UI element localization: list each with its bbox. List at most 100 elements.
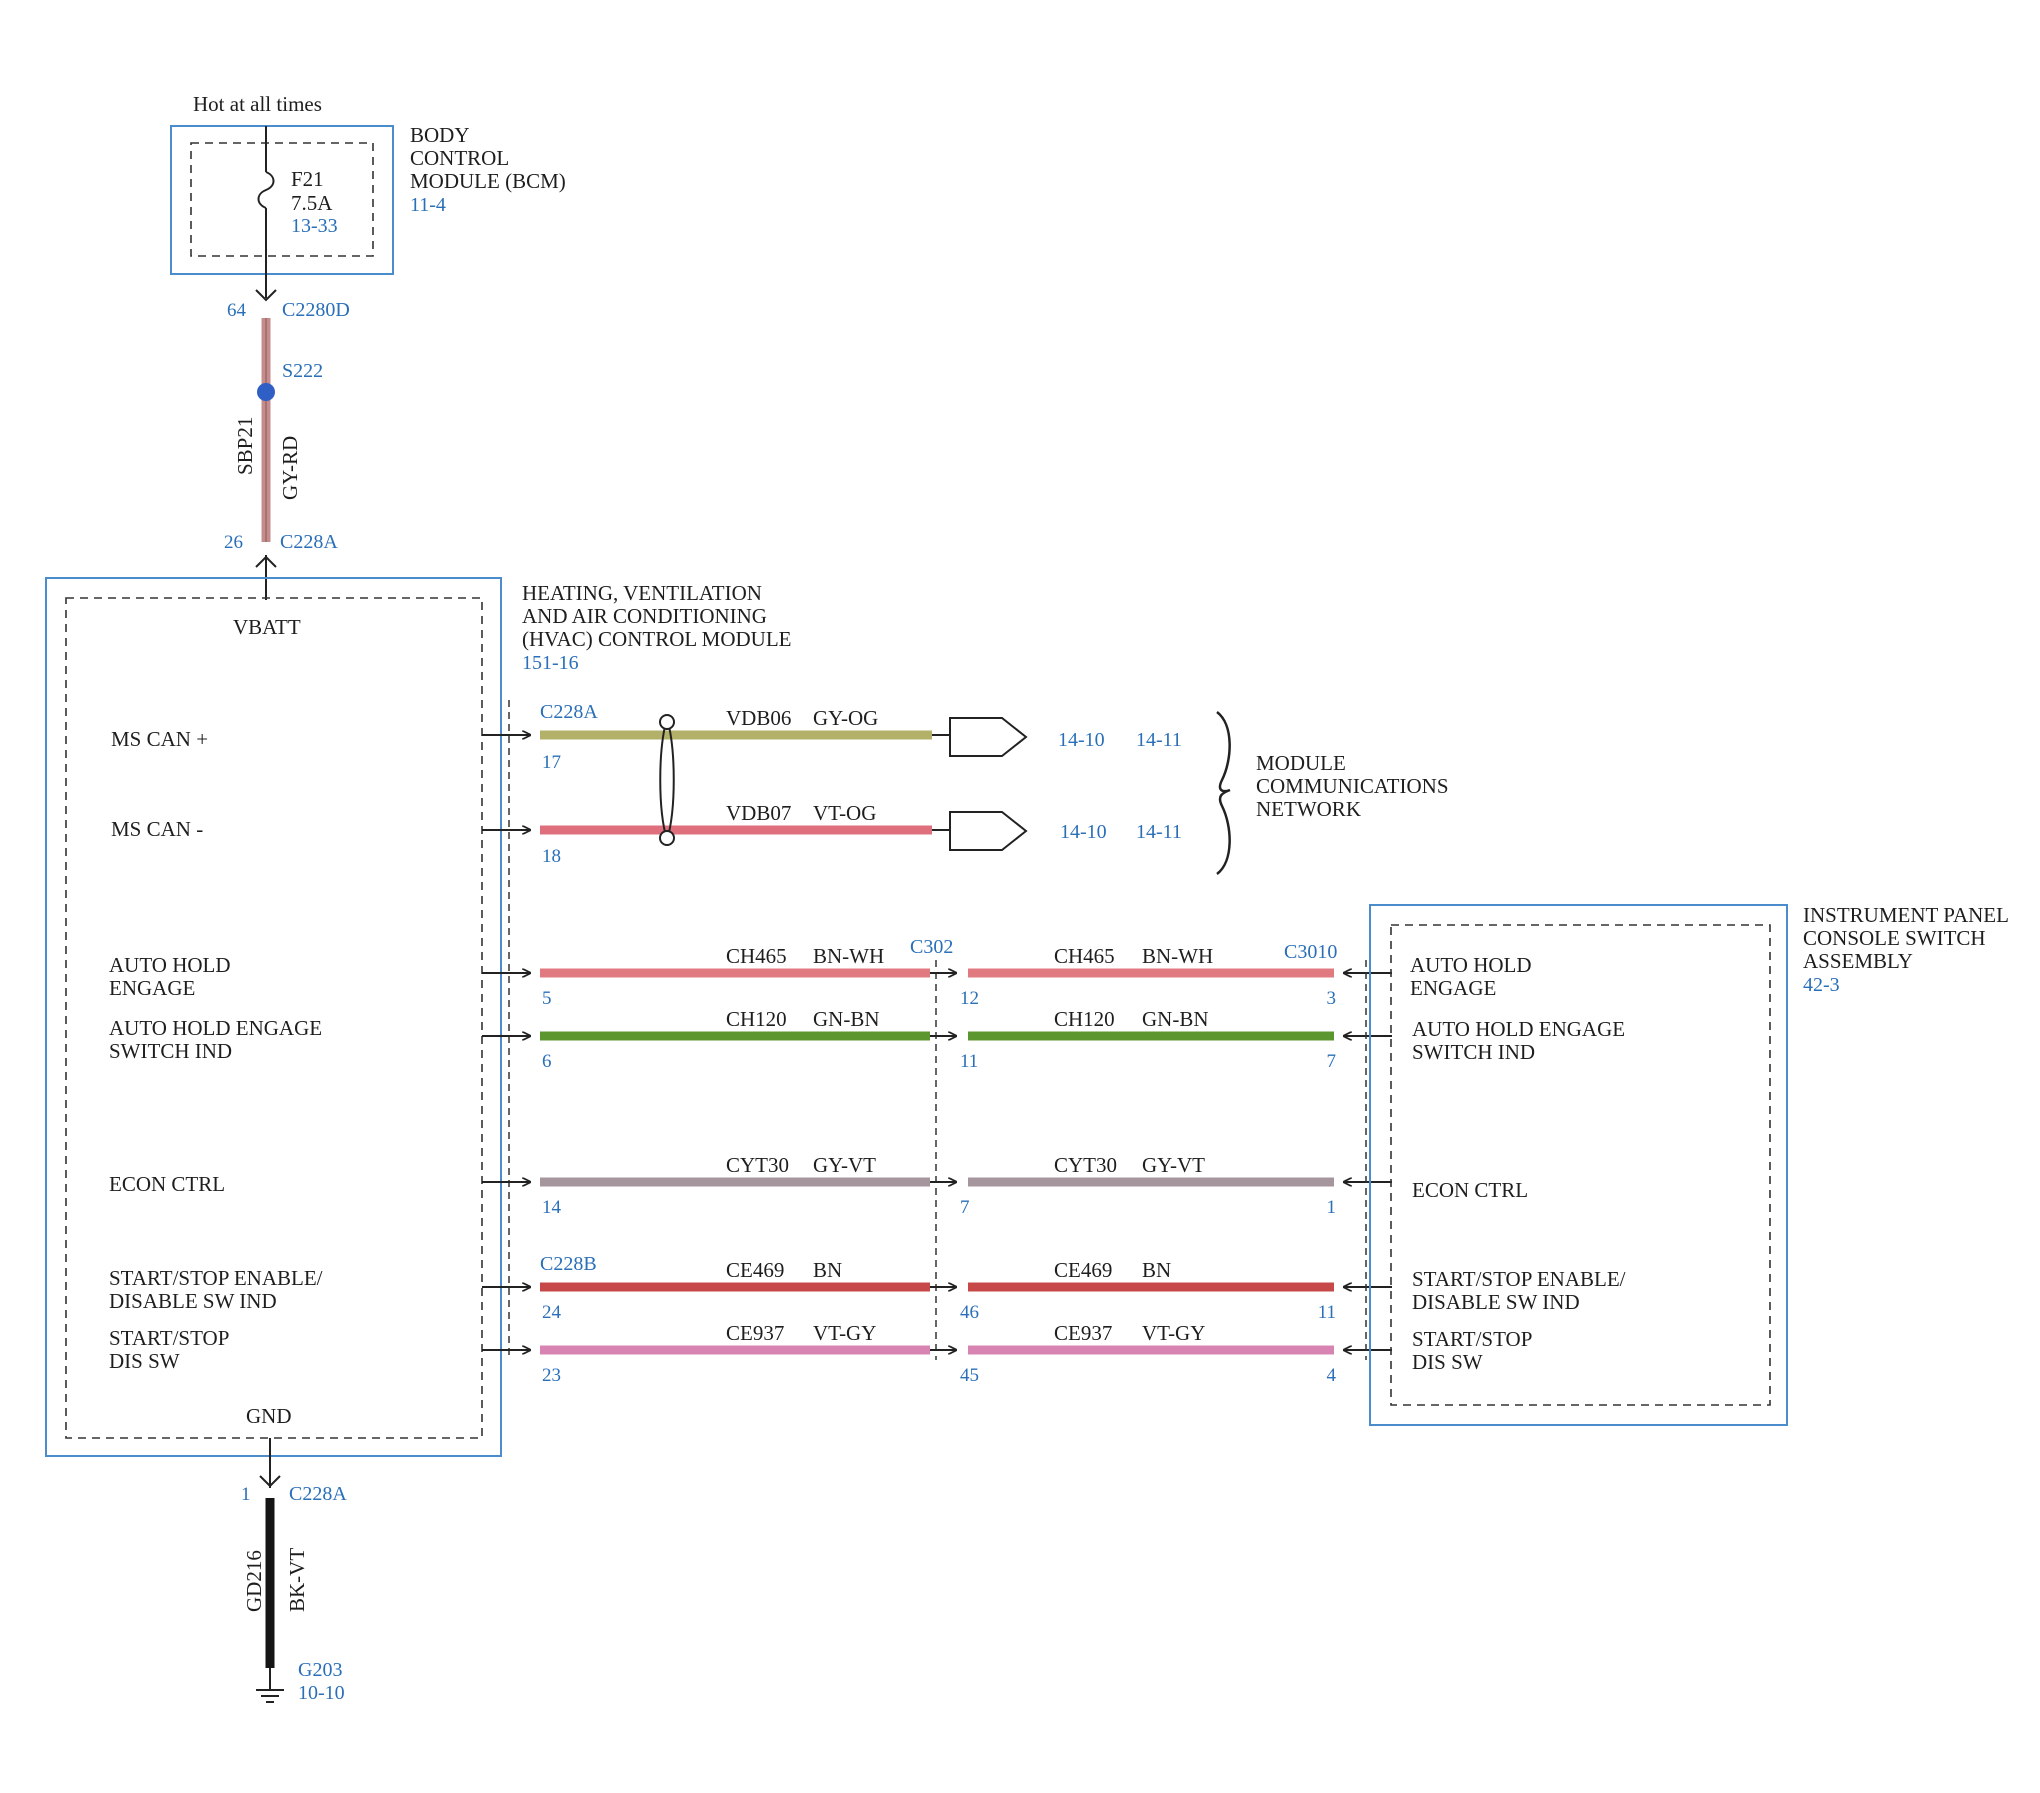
circuit-left-ce937: CE937 (726, 1321, 784, 1345)
switch-ss-enable-1: START/STOP ENABLE/ (1412, 1267, 1626, 1291)
hvac-ss-dis-1: START/STOP (109, 1326, 229, 1350)
fuse-ref: 13-33 (291, 215, 338, 237)
can-plus-ref-a: 14-10 (1058, 729, 1105, 751)
hvac-name-2: AND AIR CONDITIONING (522, 604, 767, 628)
network-label-2: COMMUNICATIONS (1256, 774, 1449, 798)
color-right-ch120: GN-BN (1142, 1007, 1209, 1031)
color-right-ce469: BN (1142, 1258, 1171, 1282)
splice-dot (257, 383, 275, 401)
circuit-right-ce937: CE937 (1054, 1321, 1112, 1345)
can-minus-ref-a: 14-10 (1060, 821, 1107, 843)
sbp21-circuit: SBP21 (233, 417, 257, 475)
ground-icon (256, 1689, 284, 1703)
bcm-pin: 64 (227, 300, 247, 321)
ground-connector: C228A (289, 1483, 347, 1505)
bcm-box (170, 125, 394, 275)
can-minus-connector-icon (949, 811, 1028, 851)
color-left-ce937: VT-GY (813, 1321, 876, 1345)
hvac-ss-enable-2: DISABLE SW IND (109, 1289, 277, 1313)
switch-econ-ctrl: ECON CTRL (1412, 1178, 1528, 1202)
hvac-econ-ctrl: ECON CTRL (109, 1172, 225, 1196)
hvac-vbatt: VBATT (233, 615, 301, 639)
hvac-name-1: HEATING, VENTILATION (522, 581, 762, 605)
hvac-ref: 151-16 (522, 652, 579, 674)
switch-ss-dis-1: START/STOP (1412, 1327, 1532, 1351)
bcm-ref: 11-4 (410, 194, 446, 216)
color-left-cyt30: GY-VT (813, 1153, 876, 1177)
color-right-cyt30: GY-VT (1142, 1153, 1205, 1177)
c3010-label: C3010 (1284, 941, 1337, 963)
circuit-right-ch465: CH465 (1054, 944, 1115, 968)
can-plus-pin: 17 (542, 752, 561, 773)
pin-c302-ce469: 46 (960, 1302, 979, 1323)
circuit-right-ce469: CE469 (1054, 1258, 1112, 1282)
pin-c302-ch465: 12 (960, 988, 979, 1009)
ground-ref: 10-10 (298, 1682, 345, 1704)
bcm-name-2: CONTROL (410, 146, 509, 170)
sbp21-color: GY-RD (278, 436, 302, 500)
circuit-left-ce469: CE469 (726, 1258, 784, 1282)
can-plus-ref-b: 14-11 (1136, 729, 1182, 751)
connector-arrow-icon (259, 1475, 281, 1488)
c228b-label: C228B (540, 1253, 597, 1275)
pin-hvac-ch465: 5 (542, 988, 552, 1009)
pin-switch-ce469: 11 (1318, 1302, 1336, 1323)
color-right-ce937: VT-GY (1142, 1321, 1205, 1345)
switch-inner-box (1390, 924, 1771, 1406)
bcm-inner-box (190, 142, 374, 257)
can-minus-circuit: VDB07 (726, 801, 791, 825)
pin-switch-ce937: 4 (1327, 1365, 1337, 1386)
pin-switch-ch120: 7 (1327, 1051, 1337, 1072)
fuse-id: F21 (291, 167, 324, 191)
circuit-left-ch465: CH465 (726, 944, 787, 968)
hvac-name-3: (HVAC) CONTROL MODULE (522, 627, 792, 651)
connector-arrow-icon (255, 555, 277, 568)
color-right-ch465: BN-WH (1142, 944, 1213, 968)
circuit-right-cyt30: CYT30 (1054, 1153, 1117, 1177)
ground-pin: 1 (241, 1484, 251, 1505)
color-left-ch465: BN-WH (813, 944, 884, 968)
switch-auto-hold-ind-1: AUTO HOLD ENGAGE (1412, 1017, 1625, 1041)
switch-auto-hold-2: ENGAGE (1410, 976, 1496, 1000)
hvac-power-connector: C228A (280, 531, 338, 553)
hvac-box (45, 577, 502, 1457)
hvac-power-pin: 26 (224, 532, 243, 553)
hvac-ms-can-plus: MS CAN + (111, 727, 208, 751)
can-plus-connector-icon (949, 717, 1028, 757)
circuit-right-ch120: CH120 (1054, 1007, 1115, 1031)
connector-arrow-icon (255, 289, 277, 302)
hvac-ss-dis-2: DIS SW (109, 1349, 180, 1373)
can-plus-color: GY-OG (813, 706, 878, 730)
pin-switch-cyt30: 1 (1327, 1197, 1337, 1218)
ground-circuit: GD216 (242, 1550, 266, 1612)
ground-point: G203 (298, 1659, 342, 1681)
switch-ss-dis-2: DIS SW (1412, 1350, 1483, 1374)
can-minus-ref-b: 14-11 (1136, 821, 1182, 843)
can-minus-pin: 18 (542, 846, 561, 867)
switch-auto-hold-ind-2: SWITCH IND (1412, 1040, 1535, 1064)
fuse-icon (257, 171, 275, 209)
color-left-ce469: BN (813, 1258, 842, 1282)
hvac-ms-can-minus: MS CAN - (111, 817, 203, 841)
pin-hvac-cyt30: 14 (542, 1197, 562, 1218)
switch-ss-enable-2: DISABLE SW IND (1412, 1290, 1580, 1314)
pin-c302-ch120: 11 (960, 1051, 978, 1072)
pin-c302-ce937: 45 (960, 1365, 979, 1386)
switch-auto-hold-1: AUTO HOLD (1410, 953, 1532, 977)
hvac-auto-hold-ind-1: AUTO HOLD ENGAGE (109, 1016, 322, 1040)
c302-label: C302 (910, 936, 953, 958)
switch-box (1369, 904, 1788, 1426)
hvac-auto-hold-2: ENGAGE (109, 976, 195, 1000)
circuit-left-cyt30: CYT30 (726, 1153, 789, 1177)
switch-name-1: INSTRUMENT PANEL (1803, 903, 2009, 927)
circuit-left-ch120: CH120 (726, 1007, 787, 1031)
can-minus-color: VT-OG (813, 801, 876, 825)
can-connector: C228A (540, 701, 598, 723)
switch-name-3: ASSEMBLY (1803, 949, 1913, 973)
pin-hvac-ce469: 24 (542, 1302, 562, 1323)
switch-ref: 42-3 (1803, 974, 1840, 996)
network-label-1: MODULE (1256, 751, 1346, 775)
hvac-auto-hold-ind-2: SWITCH IND (109, 1039, 232, 1063)
